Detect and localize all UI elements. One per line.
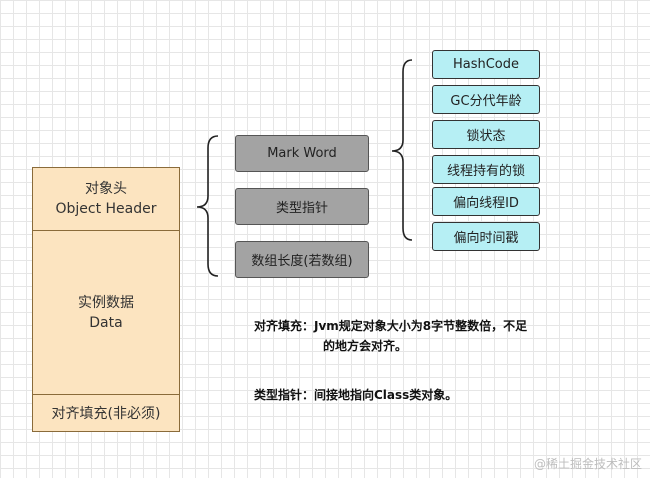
held-lock-box: 线程持有的锁 — [432, 155, 540, 184]
mark-word-brace — [391, 59, 413, 241]
padding-note: 对齐填充：Jvm规定对象大小为8字节整数倍，不足 的地方会对齐。 — [254, 316, 527, 356]
held-lock-label: 线程持有的锁 — [446, 164, 525, 179]
lock-state-label: 锁状态 — [466, 129, 506, 144]
instance-data-cell: 实例数据 Data — [33, 230, 179, 395]
biased-thread-id-box: 偏向线程ID — [432, 187, 540, 216]
class-pointer-box: 类型指针 — [235, 188, 369, 225]
array-length-label: 数组长度(若数组) — [251, 254, 353, 269]
instance-data-label-cn: 实例数据 — [78, 295, 134, 311]
hashcode-label: HashCode — [452, 57, 520, 72]
mark-word-label: Mark Word — [267, 146, 337, 161]
watermark: @稀土掘金技术社区 — [533, 457, 642, 471]
class-pointer-note: 类型指针：间接地指向Class类对象。 — [254, 385, 457, 405]
object-layout-stack: 对象头 Object Header 实例数据 Data 对齐填充(非必须) — [32, 167, 180, 432]
hashcode-box: HashCode — [432, 50, 540, 79]
biased-epoch-label: 偏向时间戳 — [453, 231, 519, 246]
mark-word-box: Mark Word — [235, 135, 369, 172]
object-header-cell: 对象头 Object Header — [33, 168, 179, 230]
padding-cell: 对齐填充(非必须) — [33, 394, 179, 433]
padding-note-line2: 的地方会对齐。 — [323, 339, 408, 353]
padding-note-line1: 对齐填充：Jvm规定对象大小为8字节整数倍，不足 — [254, 319, 528, 333]
gc-age-label: GC分代年龄 — [450, 94, 522, 109]
header-brace — [196, 135, 219, 277]
class-pointer-note-text: 类型指针：间接地指向Class类对象。 — [254, 388, 458, 402]
object-header-label-cn: 对象头 — [85, 181, 127, 197]
object-header-label-en: Object Header — [55, 201, 157, 217]
instance-data-label-en: Data — [89, 315, 123, 331]
biased-thread-id-label: 偏向线程ID — [453, 196, 519, 211]
padding-label: 对齐填充(非必须) — [51, 406, 161, 422]
class-pointer-label: 类型指针 — [275, 201, 328, 216]
array-length-box: 数组长度(若数组) — [235, 241, 369, 278]
biased-epoch-box: 偏向时间戳 — [432, 222, 540, 251]
gc-age-box: GC分代年龄 — [432, 85, 540, 114]
lock-state-box: 锁状态 — [432, 120, 540, 149]
